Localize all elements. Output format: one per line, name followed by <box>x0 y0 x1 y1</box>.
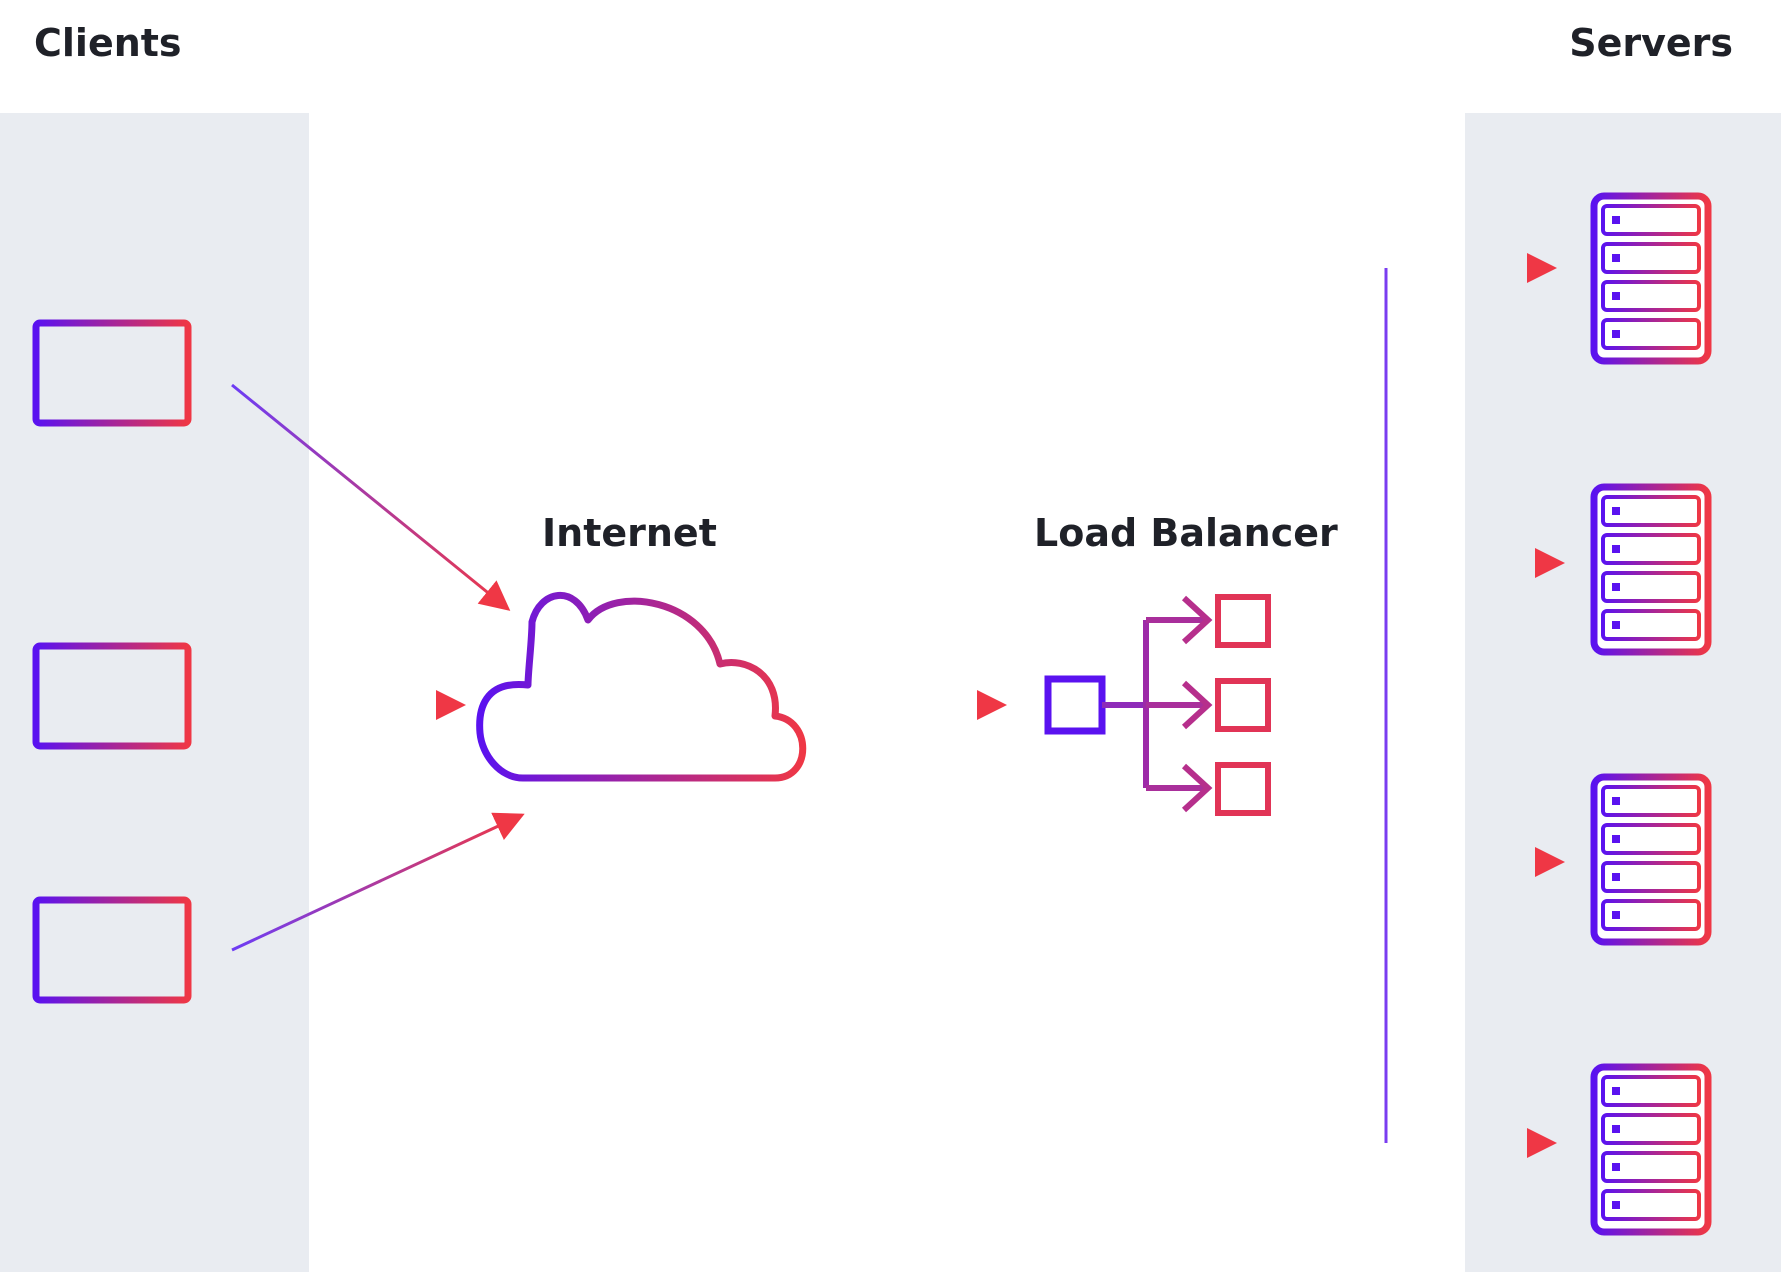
load-balancer-icon <box>1044 594 1271 816</box>
clients-label: Clients <box>34 21 182 65</box>
client-laptop-2 <box>1 642 221 764</box>
server-2 <box>1590 483 1712 656</box>
client-laptop-3 <box>1 896 221 1018</box>
server-rack-icon <box>1590 192 1712 365</box>
cloud-icon <box>476 591 807 782</box>
servers-label: Servers <box>1569 21 1733 65</box>
arrow-client1-internet <box>231 383 511 611</box>
clients-panel <box>0 113 309 1272</box>
server-distribution-lines <box>1296 253 1565 1158</box>
server-rack-icon <box>1590 483 1712 656</box>
server-rack-icon <box>1590 773 1712 946</box>
server-rack-icon <box>1590 1063 1712 1236</box>
laptop-icon <box>1 319 221 441</box>
laptop-icon <box>1 896 221 1018</box>
internet-label: Internet <box>542 511 717 555</box>
client-laptop-1 <box>1 319 221 441</box>
arrow-client3-internet <box>231 812 525 952</box>
server-4 <box>1590 1063 1712 1236</box>
internet-cloud <box>476 591 807 782</box>
load-balancer-label: Load Balancer <box>1034 511 1338 555</box>
server-3 <box>1590 773 1712 946</box>
laptop-icon <box>1 642 221 764</box>
server-1 <box>1590 192 1712 365</box>
